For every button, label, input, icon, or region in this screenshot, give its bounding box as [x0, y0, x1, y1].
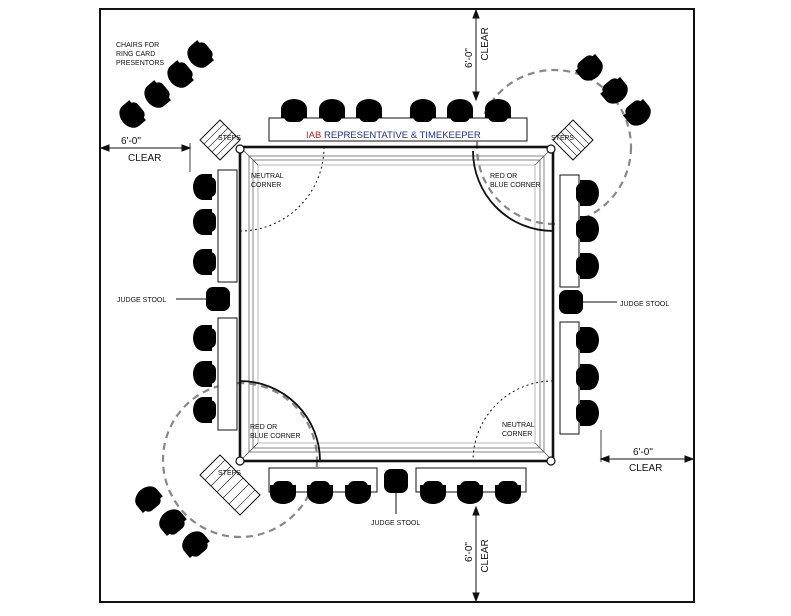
- corner-arc-sw: [239, 380, 321, 462]
- chair-bottom-1: [270, 481, 296, 504]
- ring-rope-inner: [252, 159, 541, 449]
- chair-left-5: [193, 361, 216, 387]
- dimension-left-value: 6'-0": [121, 136, 141, 147]
- chair-left-6: [193, 397, 216, 423]
- chair-top-4: [410, 99, 436, 122]
- chair-right-1: [576, 180, 599, 206]
- chair-right-2: [576, 216, 599, 242]
- ring-card-label-line1: CHAIRS FOR: [116, 42, 159, 49]
- neutral-corner-nw-line2: CORNER: [251, 182, 281, 189]
- chair-bottom-3: [345, 481, 371, 504]
- dimension-bottom-clear: CLEAR: [480, 539, 491, 572]
- chair-ne-1: [572, 50, 608, 86]
- chair-ring-card-2: [139, 77, 175, 113]
- chair-top-1: [281, 99, 307, 122]
- boxing-ring: [235, 144, 556, 466]
- table-left-lower: [217, 317, 238, 431]
- corner-post-nw: [235, 144, 245, 154]
- corner-arc-se: [472, 380, 554, 462]
- chair-left-4: [193, 325, 216, 351]
- corner-arc-nw: [239, 146, 325, 232]
- red-blue-corner-sw-line2: BLUE CORNER: [250, 433, 301, 440]
- table-left-upper: [217, 169, 238, 283]
- neutral-corner-nw-line1: NEUTRAL: [251, 173, 284, 180]
- iab-rest: REPRESENTATIVE & TIMEKEEPER: [321, 130, 481, 141]
- chair-ne-2: [597, 73, 633, 109]
- neutral-corner-se-line2: CORNER: [502, 431, 532, 438]
- dimension-bottom-value: 6'-0": [464, 542, 475, 562]
- chair-top-3: [356, 99, 382, 122]
- ring-canvas-line: [257, 164, 536, 444]
- judge-stool-label-right: JUDGE STOOL: [620, 301, 669, 308]
- neutral-corner-se-line1: NEUTRAL: [502, 422, 535, 429]
- dimension-left-clear: CLEAR: [128, 153, 161, 164]
- judge-stool-label-left: JUDGE STOOL: [117, 297, 166, 304]
- chair-bottom-4: [420, 481, 446, 504]
- judge-stool-right: [559, 290, 583, 314]
- steps-label-top-left: STEPS: [218, 135, 241, 142]
- chair-sw-3: [177, 526, 213, 562]
- chair-right-4: [576, 327, 599, 353]
- ring-card-label-line2: RING CARD: [116, 51, 155, 58]
- chair-ring-card-1: [114, 97, 150, 133]
- ring-apron: [238, 145, 555, 463]
- judge-stool-bottom: [384, 469, 408, 493]
- chair-left-3: [193, 249, 216, 275]
- corner-arc-ne: [472, 150, 554, 232]
- red-blue-corner-ne-line2: BLUE CORNER: [490, 182, 541, 189]
- steps-label-top-right: STEPS: [551, 135, 574, 142]
- iab-table: [268, 117, 528, 142]
- chair-left-2: [193, 209, 216, 235]
- iab-representative-timekeeper-label: IAB REPRESENTATIVE & TIMEKEEPER: [306, 130, 481, 141]
- red-blue-corner-ne-line1: RED OR: [490, 173, 517, 180]
- ring-card-label-line3: PRESENTORS: [116, 60, 164, 67]
- chair-sw-1: [130, 481, 166, 517]
- steps-top-right: [552, 119, 594, 161]
- red-blue-corner-sw-line1: RED OR: [250, 424, 277, 431]
- dimension-top-value: 6'-0": [464, 48, 475, 68]
- dimension-top-clear: CLEAR: [480, 27, 491, 60]
- chair-bottom-2: [307, 481, 333, 504]
- corner-post-se: [546, 456, 556, 466]
- steps-top-left: [199, 119, 241, 161]
- chair-top-2: [319, 99, 345, 122]
- chair-bottom-5: [457, 481, 483, 504]
- chair-top-6: [485, 99, 511, 122]
- steps-bottom-left: [199, 454, 261, 516]
- dimension-right-value: 6'-0": [633, 447, 653, 458]
- outer-border: [99, 8, 695, 603]
- judge-stool-label-bottom: JUDGE STOOL: [371, 520, 420, 527]
- corner-post-ne: [546, 144, 556, 154]
- steps-label-bottom-left: STEPS: [218, 470, 241, 477]
- chair-right-5: [576, 364, 599, 390]
- chair-left-1: [193, 174, 216, 200]
- chair-right-6: [576, 400, 599, 426]
- ring-rope-outer: [248, 155, 545, 453]
- dimension-right-clear: CLEAR: [629, 463, 662, 474]
- chair-right-3: [576, 253, 599, 279]
- corner-post-sw: [235, 456, 245, 466]
- iab-prefix: IAB: [306, 130, 321, 141]
- judge-stool-left: [206, 287, 230, 311]
- chair-top-5: [447, 99, 473, 122]
- dimension-lines: [99, 8, 695, 603]
- chair-bottom-6: [495, 481, 521, 504]
- chair-ne-3: [620, 95, 656, 131]
- chair-sw-2: [154, 504, 190, 540]
- judge-leader-lines: [176, 298, 617, 514]
